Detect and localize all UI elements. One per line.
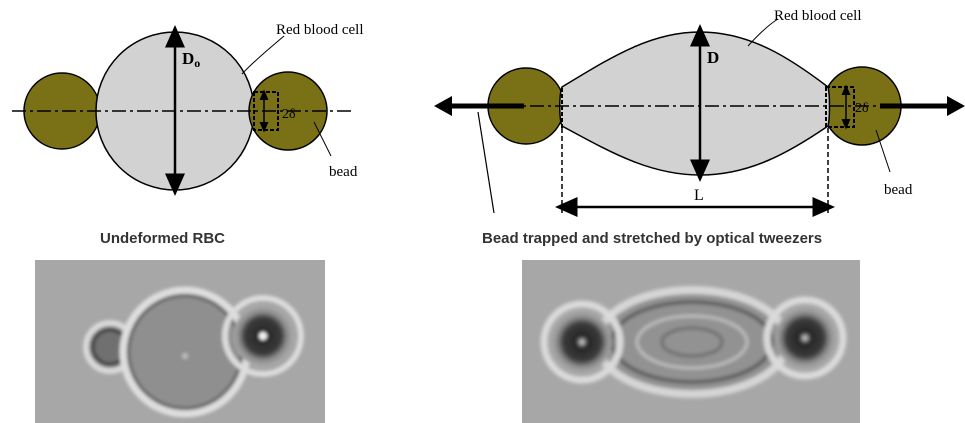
contact-label-right: 2δ [855,101,869,116]
stretched-schematic: D 2δ L Red blood cell bead [434,8,965,213]
pull-arrowhead-right [947,96,965,116]
cell-label: Red blood cell [276,22,363,38]
micrograph-stretched [522,260,860,423]
trap-pointer-line [478,112,494,213]
schematic-diagrams: Do 2δ Red blood cell bead D 2δ [0,0,965,225]
bead-label: bead [329,164,358,180]
bead-label-right: bead [884,182,913,198]
length-label: L [694,187,704,204]
diameter-label-right: D [707,48,719,67]
caption-stretched: Bead trapped and stretched by optical tw… [482,230,822,247]
red-blood-cell-stretched [560,32,830,175]
undeformed-schematic: Do 2δ Red blood cell bead [12,22,363,190]
micro-cell-stretched [597,290,787,394]
pull-arrowhead-left [434,96,452,116]
contact-label: 2δ [282,107,296,122]
micrograph-undeformed [35,260,325,423]
cell-label-right: Red blood cell [774,8,861,24]
cell-leader-line [242,36,284,74]
caption-undeformed: Undeformed RBC [100,230,225,247]
